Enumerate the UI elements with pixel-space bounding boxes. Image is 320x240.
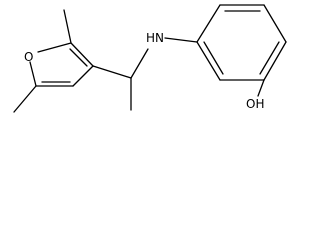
- bond-c3-c2-double: [69, 48, 88, 67]
- bond-c6-c1-double: [203, 41, 224, 75]
- bond-c3-c2: [70, 42, 94, 67]
- bond-c2-methyl: [63, 9, 72, 44]
- bond-c1-c2: [196, 4, 221, 43]
- atom-label-amine: HN: [146, 31, 164, 45]
- molecule-drawing: O HN OH: [13, 4, 287, 113]
- structure-diagram: O HN OH: [0, 0, 294, 120]
- bond-c5-methyl: [13, 85, 37, 113]
- bond-aryl-oh: [257, 79, 265, 97]
- furan-methyls: [13, 9, 72, 113]
- benzene-ring: [196, 4, 287, 81]
- bond-c2-o: [37, 42, 72, 53]
- bond-c6-c1: [196, 41, 221, 81]
- bond-o-c5: [29, 61, 37, 87]
- bond-c3-ch: [92, 65, 132, 79]
- furan-ring: [29, 42, 94, 87]
- bond-c4-c5: [263, 41, 287, 81]
- ethylidene-linker: [92, 37, 198, 111]
- bond-ch-nh: [130, 48, 149, 79]
- bond-c3-c4: [263, 4, 287, 43]
- bond-nh-aryl: [164, 37, 198, 43]
- bond-c4-c5-double: [259, 41, 280, 75]
- bond-c4-c3: [72, 65, 94, 87]
- atom-label-ring-oxygen: O: [24, 50, 33, 64]
- atom-label-hydroxyl: OH: [246, 97, 264, 111]
